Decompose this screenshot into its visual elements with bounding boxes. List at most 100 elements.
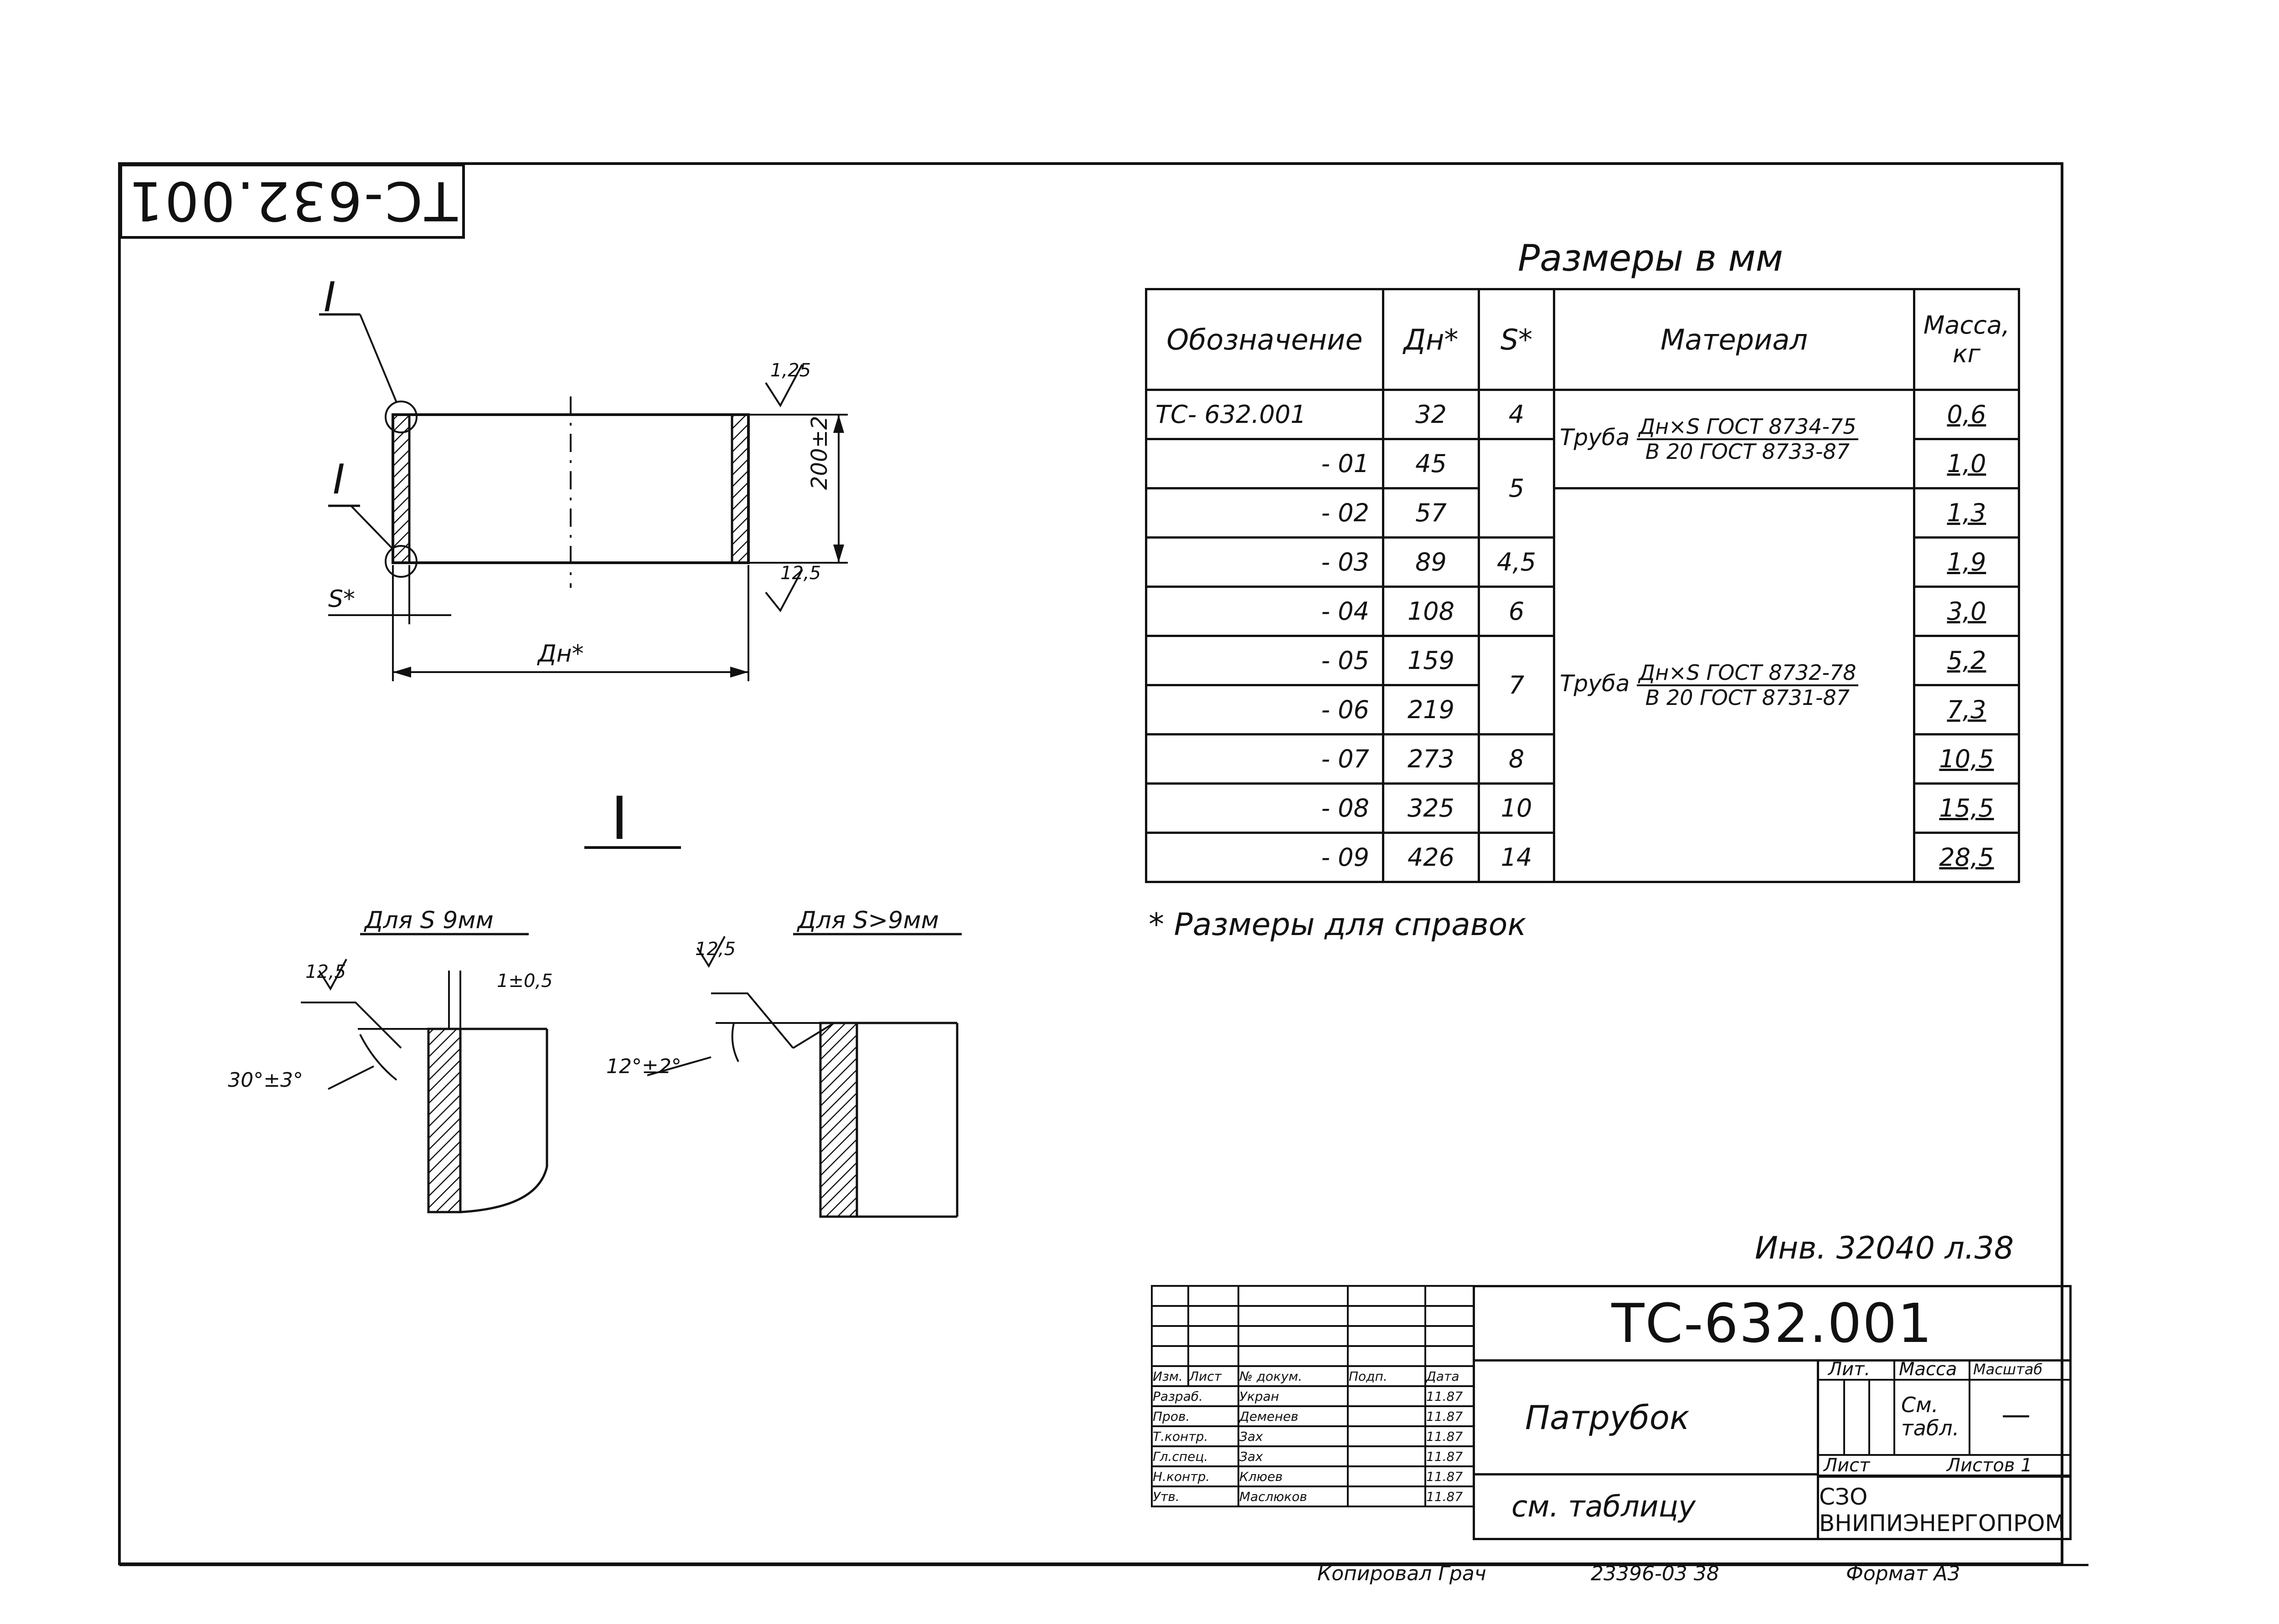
cell-mass: 1,9 <box>1913 536 2020 588</box>
detail-right-roughness: 12,5 <box>695 939 736 960</box>
header-material: Материал <box>1553 288 1915 391</box>
section-mark-top: I <box>324 273 336 321</box>
cell-s: 4,5 <box>1478 536 1555 588</box>
table-row: - 05 159 7 5,2 <box>1145 635 2020 735</box>
detail-title: I <box>611 784 629 853</box>
section-mark-bottom: I <box>333 456 345 504</box>
detail-left-title: Для S 9мм <box>365 907 494 934</box>
table-row: - 08 325 10 15,5 <box>1145 782 2020 834</box>
table-row: - 01 45 5 1,0 <box>1145 438 2020 539</box>
material-1-fraction: Дн×S ГОСТ 8734-75 В 20 ГОСТ 8733-87 <box>1637 415 1858 463</box>
mass-label: Масса <box>1899 1359 1957 1380</box>
archive-number: 23396-03 38 <box>1591 1562 1719 1585</box>
material-2-den: В 20 ГОСТ 8731-87 <box>1645 685 1850 710</box>
cell-dn: 108 <box>1382 586 1480 637</box>
cell-designation: - 07 <box>1145 733 1384 785</box>
cell-designation: - 05 <box>1145 635 1384 686</box>
cell-dn: 57 <box>1382 487 1480 539</box>
cell-designation: - 08 <box>1145 782 1384 834</box>
cell-dn: 426 <box>1382 832 1480 883</box>
header-mass: Масса, кг <box>1913 288 2020 391</box>
dim-length: 200±2 <box>807 416 832 490</box>
sheet-label: Лист <box>1824 1455 1870 1476</box>
material-2-num: Дн×S ГОСТ 8732-78 <box>1637 661 1858 686</box>
scale-value: — <box>2001 1398 2031 1432</box>
header-s: S* <box>1478 288 1555 391</box>
size-table: Обозначение Дн* S* Материал Масса, кг ТС… <box>1145 288 2020 883</box>
detail-right-angle: 12°±2° <box>606 1055 681 1078</box>
cell-designation: - 04 <box>1145 586 1384 637</box>
cell-designation: - 06 <box>1145 684 1384 735</box>
cell-dn: 45 <box>1382 438 1480 489</box>
sheet-format: Формат А3 <box>1846 1562 1960 1585</box>
title-block-right: Лит. Масса Масштаб См. табл. — Лист Лист… <box>1819 1359 2072 1542</box>
cell-material-1: Труба Дн×S ГОСТ 8734-75 В 20 ГОСТ 8733-8… <box>1553 389 1915 489</box>
mass-value: См. табл. <box>1901 1393 1959 1440</box>
material-1-num: Дн×S ГОСТ 8734-75 <box>1637 415 1858 440</box>
cell-dn: 32 <box>1382 389 1480 440</box>
table-row: - 03 89 4,5 1,9 <box>1145 536 2020 588</box>
cell-mass: 3,0 <box>1913 586 2020 637</box>
table-row: ТС- 632.001 32 4 Труба Дн×S ГОСТ 8734-75… <box>1145 389 2020 489</box>
roughness-top: 1,25 <box>770 360 811 381</box>
material-2-fraction: Дн×S ГОСТ 8732-78 В 20 ГОСТ 8731-87 <box>1637 661 1858 709</box>
cell-mass: 5,2 <box>1913 635 2020 686</box>
cell-designation: - 03 <box>1145 536 1384 588</box>
cell-s: 10 <box>1478 782 1555 834</box>
archive-ref: Инв. 32040 л.38 <box>1755 1230 2014 1266</box>
signature-row: Гл.спец. Зах 11.87 <box>1151 1445 1475 1467</box>
header-designation: Обозначение <box>1145 288 1384 391</box>
stamp-box: ТС-632.001 <box>119 164 465 239</box>
signature-row: Н.контр. Клюев 11.87 <box>1151 1465 1475 1487</box>
dim-diameter: Дн* <box>538 640 584 668</box>
detail-right-title: Для S>9мм <box>798 907 939 934</box>
cell-mass: 0,6 <box>1913 389 2020 440</box>
detail-left-roughness: 12,5 <box>305 961 346 982</box>
cell-s: 6 <box>1478 586 1555 637</box>
cell-designation: - 01 <box>1145 438 1384 489</box>
detail-left-angle: 30°±3° <box>228 1069 303 1092</box>
material-1-prefix: Труба <box>1560 424 1630 451</box>
footnote: * Размеры для справок <box>1149 907 1526 943</box>
cell-s: 5 <box>1478 438 1555 539</box>
cell-mass: 1,0 <box>1913 438 2020 489</box>
organization: СЗО ВНИПИЭНЕРГОПРОМ <box>1819 1475 2069 1542</box>
cell-dn: 219 <box>1382 684 1480 735</box>
cell-dn: 89 <box>1382 536 1480 588</box>
cell-s: 7 <box>1478 635 1555 735</box>
stamp-code: ТС-632.001 <box>127 170 458 233</box>
signature-row: Пров. Деменев 11.87 <box>1151 1405 1475 1427</box>
dim-wall: S* <box>328 586 356 613</box>
signature-row: Т.контр. Зах 11.87 <box>1151 1425 1475 1447</box>
lit-label: Лит. <box>1828 1359 1871 1380</box>
cell-designation: ТС- 632.001 <box>1145 389 1384 440</box>
title-block: Изм. Лист № докум. Подп. Дата Разраб. Ук… <box>1151 1285 2072 1540</box>
cell-designation: - 09 <box>1145 832 1384 883</box>
material-2-prefix: Труба <box>1560 670 1630 697</box>
cell-mass: 28,5 <box>1913 832 2020 883</box>
table-row: - 04 108 6 3,0 <box>1145 586 2020 637</box>
part-material: см. таблицу <box>1473 1475 1819 1540</box>
cell-mass: 10,5 <box>1913 733 2020 785</box>
table-row: - 07 273 8 10,5 <box>1145 733 2020 785</box>
table-row: - 06 219 7,3 <box>1145 684 2020 735</box>
signature-header-row: Изм. Лист № докум. Подп. Дата <box>1151 1365 1475 1387</box>
detail-left-gap: 1±0,5 <box>497 971 553 992</box>
signature-row: Разраб. Укран 11.87 <box>1151 1385 1475 1407</box>
detail-right <box>647 933 962 1218</box>
cell-mass: 1,3 <box>1913 487 2020 539</box>
cell-designation: - 02 <box>1145 487 1384 539</box>
cell-dn: 325 <box>1382 782 1480 834</box>
cell-dn: 273 <box>1382 733 1480 785</box>
scale-label: Масштаб <box>1973 1361 2043 1378</box>
pipe-view <box>319 313 848 681</box>
signature-row: Утв. Маслюков 11.87 <box>1151 1485 1475 1507</box>
table-header-row: Обозначение Дн* S* Материал Масса, кг <box>1145 288 2020 391</box>
sheets-label: Листов 1 <box>1947 1455 2032 1476</box>
cell-mass: 15,5 <box>1913 782 2020 834</box>
table-row: - 02 57 Труба Дн×S ГОСТ 8732-78 В 20 ГОС… <box>1145 487 2020 883</box>
cell-s: 4 <box>1478 389 1555 440</box>
cell-dn: 159 <box>1382 635 1480 686</box>
cell-s: 8 <box>1478 733 1555 785</box>
cell-mass: 7,3 <box>1913 684 2020 735</box>
